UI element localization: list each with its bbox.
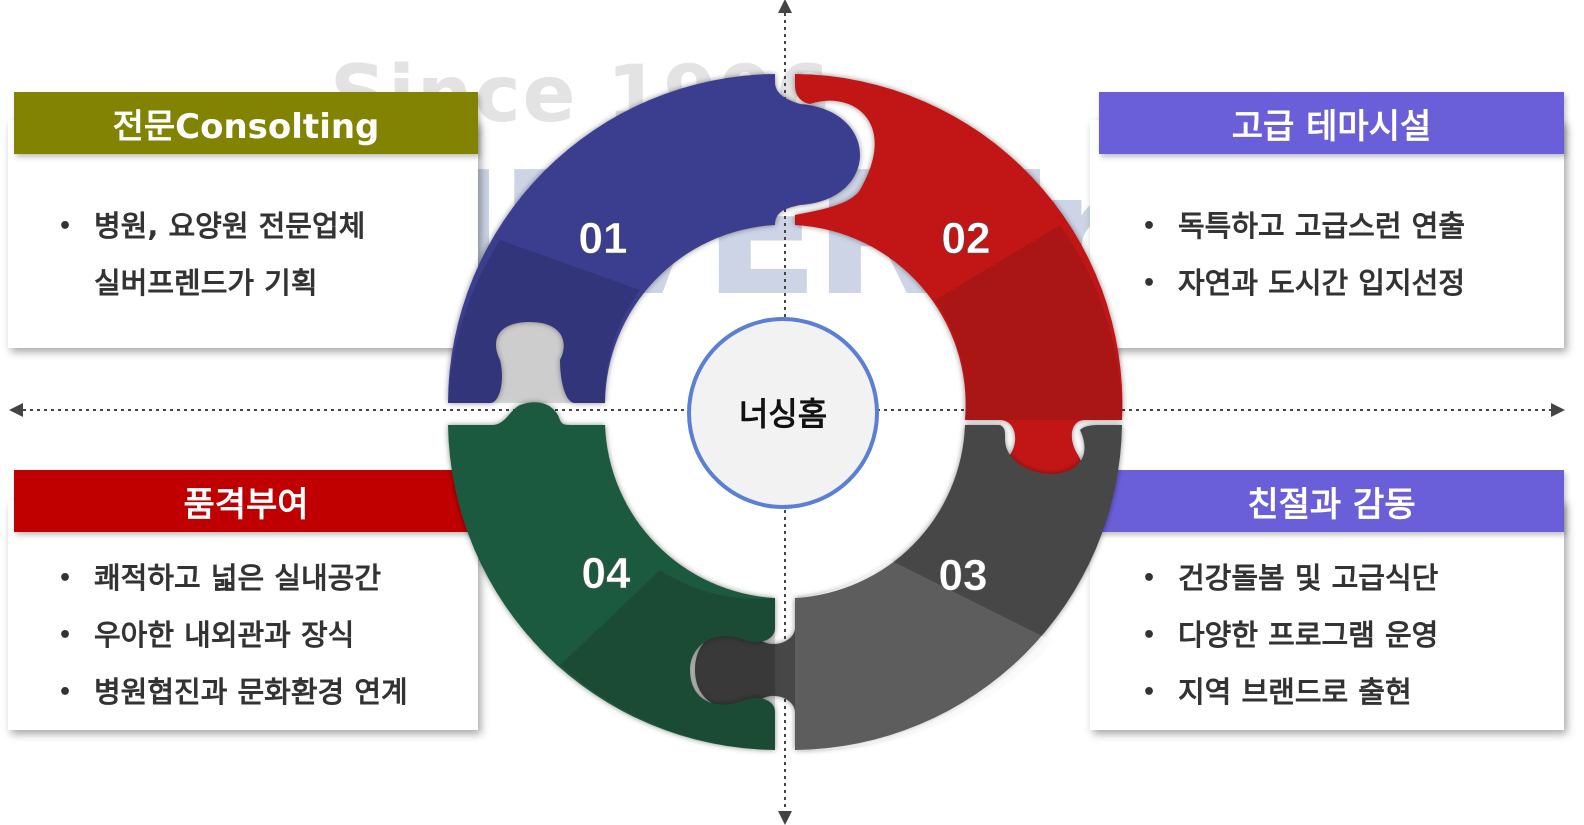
segment-number-03: 03 [939,551,988,600]
center-label: 너싱홈 [739,395,827,433]
segment-number-02: 02 [942,214,991,263]
segment-number-04: 04 [582,549,631,598]
segment-number-01: 01 [579,214,628,263]
